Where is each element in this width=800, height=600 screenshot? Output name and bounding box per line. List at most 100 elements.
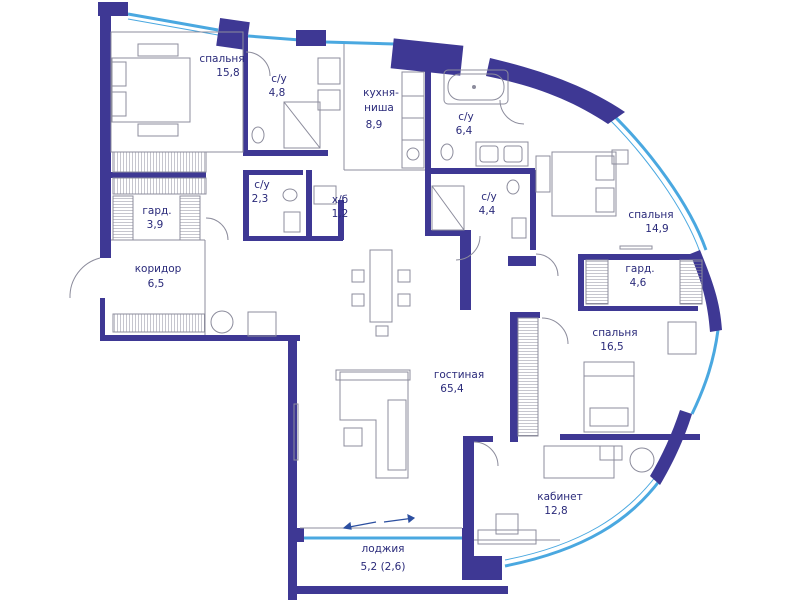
- thin-lines: [110, 31, 560, 541]
- shower-icon: [283, 101, 465, 231]
- room-bath1-name: с/у: [271, 73, 287, 85]
- room-living-area: 65,4: [440, 383, 464, 395]
- room-bath2-area: 6,4: [456, 125, 473, 137]
- column-curve-3: [650, 410, 692, 485]
- room-kitchen-name2: ниша: [364, 102, 394, 114]
- wall-bath4-bottom: [425, 230, 470, 236]
- bathtub-icon: [443, 69, 509, 105]
- closet-wardrobe1-left: [112, 195, 134, 241]
- column-loggia-right: [462, 528, 470, 568]
- closet-wardrobe2-right: [679, 259, 703, 305]
- bed-icon: [111, 43, 191, 137]
- wall-bedroom3-bottom: [560, 434, 700, 440]
- glass-curve-bottom-inner: [504, 475, 657, 561]
- wall-column-living: [460, 230, 471, 310]
- room-bath1-area: 4,8: [269, 87, 286, 99]
- wall-bath4-right: [530, 170, 536, 250]
- wall-study-top: [463, 436, 493, 442]
- room-storage-name: х/б: [332, 194, 348, 206]
- toilet-icon: [251, 126, 520, 202]
- room-kitchen-area: 8,9: [366, 119, 383, 131]
- room-loggia-area: 5,2 (2,6): [361, 561, 406, 573]
- wall-bedroom3-top: [578, 306, 698, 311]
- room-storage-area: 1,2: [332, 208, 349, 220]
- room-study-name: кабинет: [537, 491, 583, 503]
- sofa-icon: [335, 369, 411, 479]
- room-study-area: 12,8: [544, 505, 567, 517]
- wall-left-upper: [100, 8, 111, 258]
- closet-wardrobe2-left: [585, 259, 609, 305]
- column-top-3: [296, 30, 326, 46]
- glass-curve: [606, 108, 708, 251]
- wall-bath4-left: [425, 174, 431, 234]
- room-bedroom2-name: спальня: [628, 209, 673, 221]
- room-corridor-name: коридор: [135, 263, 182, 275]
- door-icon: [541, 317, 569, 345]
- doors: [69, 51, 569, 467]
- fridge-icon: [317, 89, 341, 111]
- furniture: [111, 43, 697, 545]
- glass-curve-lower: [690, 329, 720, 415]
- column-curve-1: [486, 58, 625, 124]
- wall-wardrobe2: [578, 254, 700, 260]
- sink-icon: [317, 57, 341, 85]
- column-top-4: [390, 38, 464, 76]
- sink-icon: [475, 141, 529, 167]
- wall-bath4-step: [508, 256, 536, 266]
- wall-bath3-top: [243, 170, 303, 175]
- bed-icon: [535, 149, 629, 217]
- room-living-name: гостиная: [434, 369, 484, 381]
- wall-loggia-small: [296, 528, 304, 542]
- wall-bath2-bottom: [425, 168, 535, 174]
- wall-study-left: [463, 440, 474, 570]
- wall-bath3-bottom: [243, 236, 343, 241]
- wall-bedroom1-bottom: [111, 172, 206, 178]
- wall-storage-left: [306, 170, 312, 240]
- closet-wardrobe1-right: [179, 195, 201, 241]
- wall-bedroom3-top-left: [510, 312, 540, 318]
- wall-bath3-left: [243, 170, 249, 240]
- wall-bath1-bottom: [243, 150, 328, 156]
- room-bath4-area: 4,4: [479, 205, 496, 217]
- walls: [98, 2, 722, 600]
- room-wardrobe2-name: гард.: [625, 263, 654, 275]
- door-icon: [245, 51, 271, 77]
- door-icon: [535, 253, 559, 277]
- room-bedroom3-name: спальня: [592, 327, 637, 339]
- dining-table-icon: [351, 249, 411, 337]
- sink-icon: [283, 211, 301, 233]
- bed-icon: [583, 321, 697, 433]
- door-icon: [455, 235, 481, 261]
- glass-top-left: [127, 12, 219, 32]
- sliding-door-arrows: [342, 513, 416, 530]
- tv-icon: [619, 245, 653, 250]
- desk-icon: [477, 445, 655, 545]
- wall-living-left: [288, 335, 297, 600]
- wall-thin-bedroom1: [110, 31, 244, 153]
- plant-icon: [210, 310, 234, 334]
- glass-facade: [127, 12, 720, 568]
- stove-icon: [401, 71, 425, 169]
- wall-storage-right: [338, 200, 344, 240]
- wardrobes: [112, 151, 703, 437]
- room-bedroom1-area: 15,8: [216, 67, 239, 79]
- room-bath3-area: 2,3: [252, 193, 269, 205]
- tv-icon: [293, 403, 299, 461]
- room-bedroom1-name: спальня: [199, 53, 244, 65]
- room-bath2-name: с/у: [458, 111, 474, 123]
- room-bedroom2-area: 14,9: [645, 223, 668, 235]
- door-icon: [69, 257, 101, 299]
- room-wardrobe2-area: 4,6: [630, 277, 647, 289]
- wall-bedroom3-left: [510, 312, 518, 442]
- armchair-icon: [247, 311, 277, 337]
- washer-icon: [313, 185, 337, 205]
- closet-wardrobe1-top: [112, 177, 207, 195]
- glass-top-mid: [247, 34, 301, 42]
- door-icon: [499, 99, 525, 125]
- room-corridor-area: 6,5: [148, 278, 165, 290]
- bath-fixtures: [251, 57, 529, 239]
- wall-wardrobe2-left: [578, 254, 584, 310]
- wall-loggia-bottom: [288, 586, 508, 594]
- door-icon: [473, 441, 499, 467]
